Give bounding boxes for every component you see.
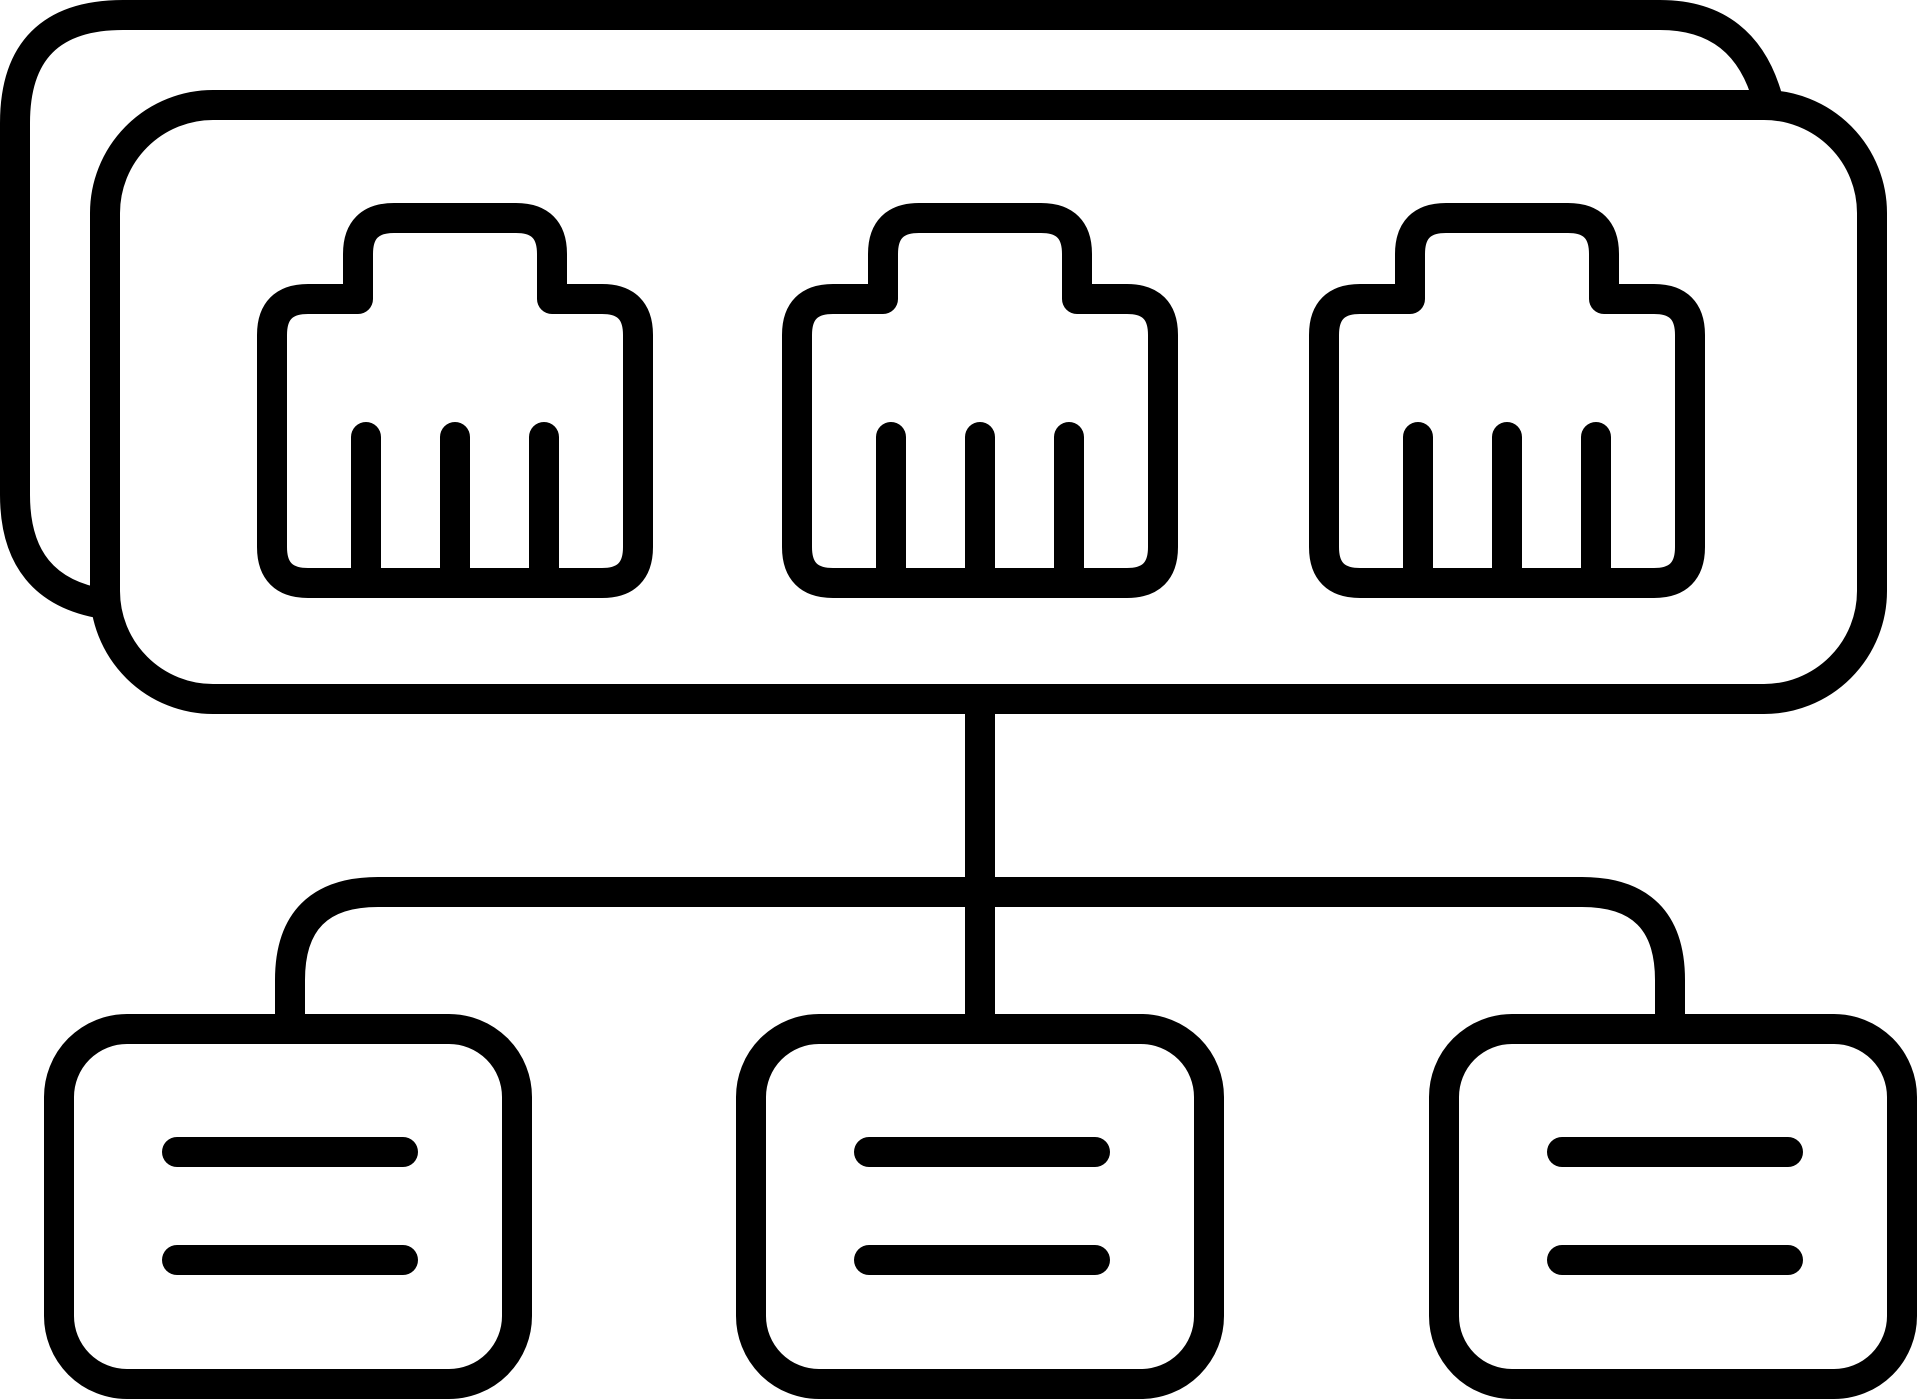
node-box <box>44 1014 532 1399</box>
child-node-left <box>44 1014 532 1399</box>
ethernet-port-3 <box>1309 203 1705 598</box>
connector-lines <box>275 684 1685 1044</box>
child-node-center <box>736 1014 1224 1399</box>
child-node-right <box>1429 1014 1917 1399</box>
child-nodes <box>44 1014 1917 1399</box>
ethernet-port-1 <box>257 203 653 598</box>
switch-back-panel <box>0 0 1783 619</box>
node-box <box>1429 1014 1917 1399</box>
branch-line <box>275 877 1685 1044</box>
ethernet-port-2 <box>782 203 1178 598</box>
ethernet-ports <box>257 203 1705 598</box>
node-box <box>736 1014 1224 1399</box>
